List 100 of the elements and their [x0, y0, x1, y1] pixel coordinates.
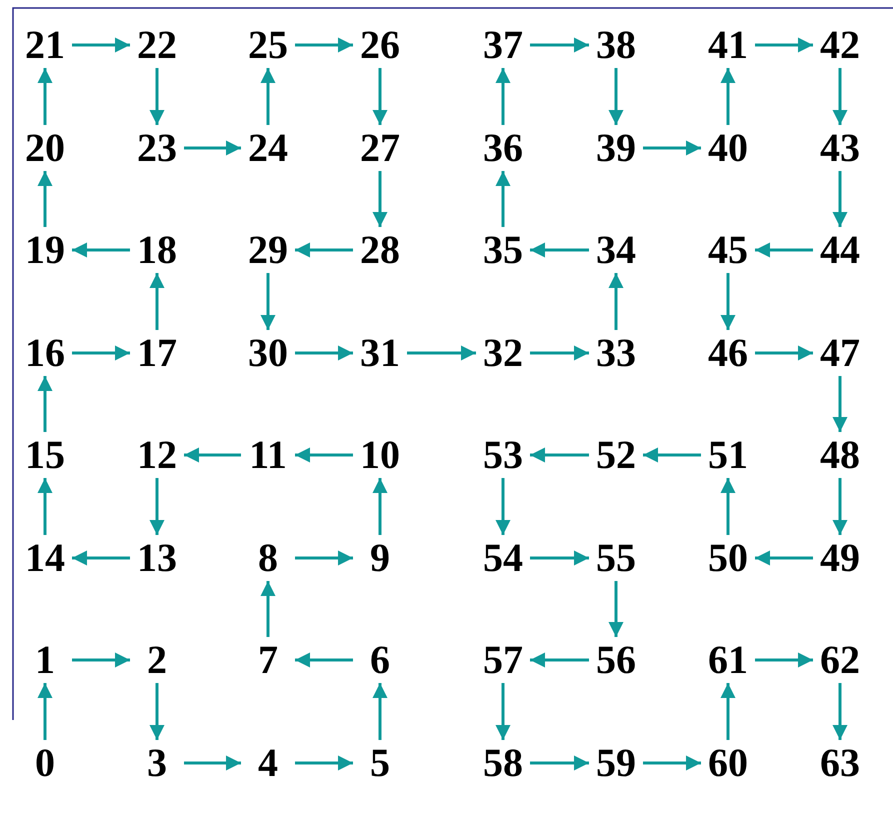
arrow — [643, 140, 701, 156]
arrow — [295, 346, 353, 360]
arrow — [295, 652, 353, 668]
arrow — [72, 346, 130, 360]
arrow — [832, 171, 848, 227]
arrow — [150, 68, 164, 125]
number-label: 4 — [243, 742, 293, 784]
number-label: 59 — [591, 742, 641, 784]
arrow — [38, 376, 52, 432]
arrow — [72, 652, 130, 668]
number-label: 48 — [815, 434, 865, 476]
arrow — [832, 376, 848, 432]
number-label: 27 — [355, 127, 405, 169]
arrow — [372, 68, 388, 125]
arrow — [295, 550, 353, 566]
arrow — [260, 273, 276, 330]
number-label: 57 — [478, 639, 528, 681]
arrow — [496, 171, 510, 227]
arrow — [72, 550, 130, 566]
number-label: 46 — [703, 332, 753, 374]
arrow — [295, 448, 353, 462]
number-label: 56 — [591, 639, 641, 681]
number-label: 54 — [478, 537, 528, 579]
number-label: 61 — [703, 639, 753, 681]
number-label: 41 — [703, 24, 753, 66]
arrow — [530, 448, 589, 462]
number-label: 47 — [815, 332, 865, 374]
arrow — [372, 171, 388, 227]
number-label: 21 — [20, 24, 70, 66]
arrow — [496, 478, 510, 535]
arrow — [372, 478, 388, 535]
number-label: 0 — [20, 742, 70, 784]
arrow — [184, 448, 241, 462]
number-label: 35 — [478, 229, 528, 271]
number-label: 14 — [20, 537, 70, 579]
number-label: 44 — [815, 229, 865, 271]
number-label: 52 — [591, 434, 641, 476]
arrow — [38, 478, 52, 535]
arrow — [184, 140, 241, 156]
number-label: 28 — [355, 229, 405, 271]
number-label: 20 — [20, 127, 70, 169]
arrow — [608, 273, 624, 330]
number-label: 18 — [132, 229, 182, 271]
arrow — [755, 242, 813, 258]
number-label: 1 — [20, 639, 70, 681]
arrow — [496, 683, 510, 740]
number-label: 17 — [132, 332, 182, 374]
number-label: 31 — [355, 332, 405, 374]
arrow — [38, 68, 52, 125]
arrow — [755, 346, 813, 360]
number-label: 3 — [132, 742, 182, 784]
number-label: 63 — [815, 742, 865, 784]
arrow — [150, 478, 164, 535]
number-label: 38 — [591, 24, 641, 66]
arrow — [608, 68, 624, 125]
number-label: 15 — [20, 434, 70, 476]
arrow — [372, 683, 388, 740]
number-label: 23 — [132, 127, 182, 169]
number-label: 49 — [815, 537, 865, 579]
arrow — [72, 242, 130, 258]
number-label: 25 — [243, 24, 293, 66]
number-label: 32 — [478, 332, 528, 374]
arrow — [530, 242, 589, 258]
number-label: 43 — [815, 127, 865, 169]
number-label: 19 — [20, 229, 70, 271]
arrow — [720, 68, 736, 125]
arrow — [720, 683, 736, 740]
number-label: 2 — [132, 639, 182, 681]
arrow — [832, 478, 848, 535]
number-label: 11 — [243, 434, 293, 476]
number-label: 8 — [243, 537, 293, 579]
arrow — [295, 38, 353, 52]
arrow — [530, 38, 589, 52]
arrow — [755, 38, 813, 52]
arrow — [643, 448, 701, 462]
arrow — [295, 756, 353, 770]
number-label: 58 — [478, 742, 528, 784]
arrow — [530, 550, 589, 566]
arrow — [720, 478, 736, 535]
number-label: 37 — [478, 24, 528, 66]
arrow — [720, 273, 736, 330]
number-label: 39 — [591, 127, 641, 169]
number-label: 9 — [355, 537, 405, 579]
arrow — [407, 346, 476, 360]
number-label: 55 — [591, 537, 641, 579]
number-label: 53 — [478, 434, 528, 476]
arrow — [530, 652, 589, 668]
arrow — [184, 756, 241, 770]
number-label: 24 — [243, 127, 293, 169]
arrow — [608, 581, 624, 637]
arrow — [295, 242, 353, 258]
number-label: 12 — [132, 434, 182, 476]
number-label: 62 — [815, 639, 865, 681]
number-label: 26 — [355, 24, 405, 66]
number-label: 50 — [703, 537, 753, 579]
arrow — [755, 652, 813, 668]
number-label: 51 — [703, 434, 753, 476]
number-label: 45 — [703, 229, 753, 271]
arrow — [496, 68, 510, 125]
number-label: 60 — [703, 742, 753, 784]
